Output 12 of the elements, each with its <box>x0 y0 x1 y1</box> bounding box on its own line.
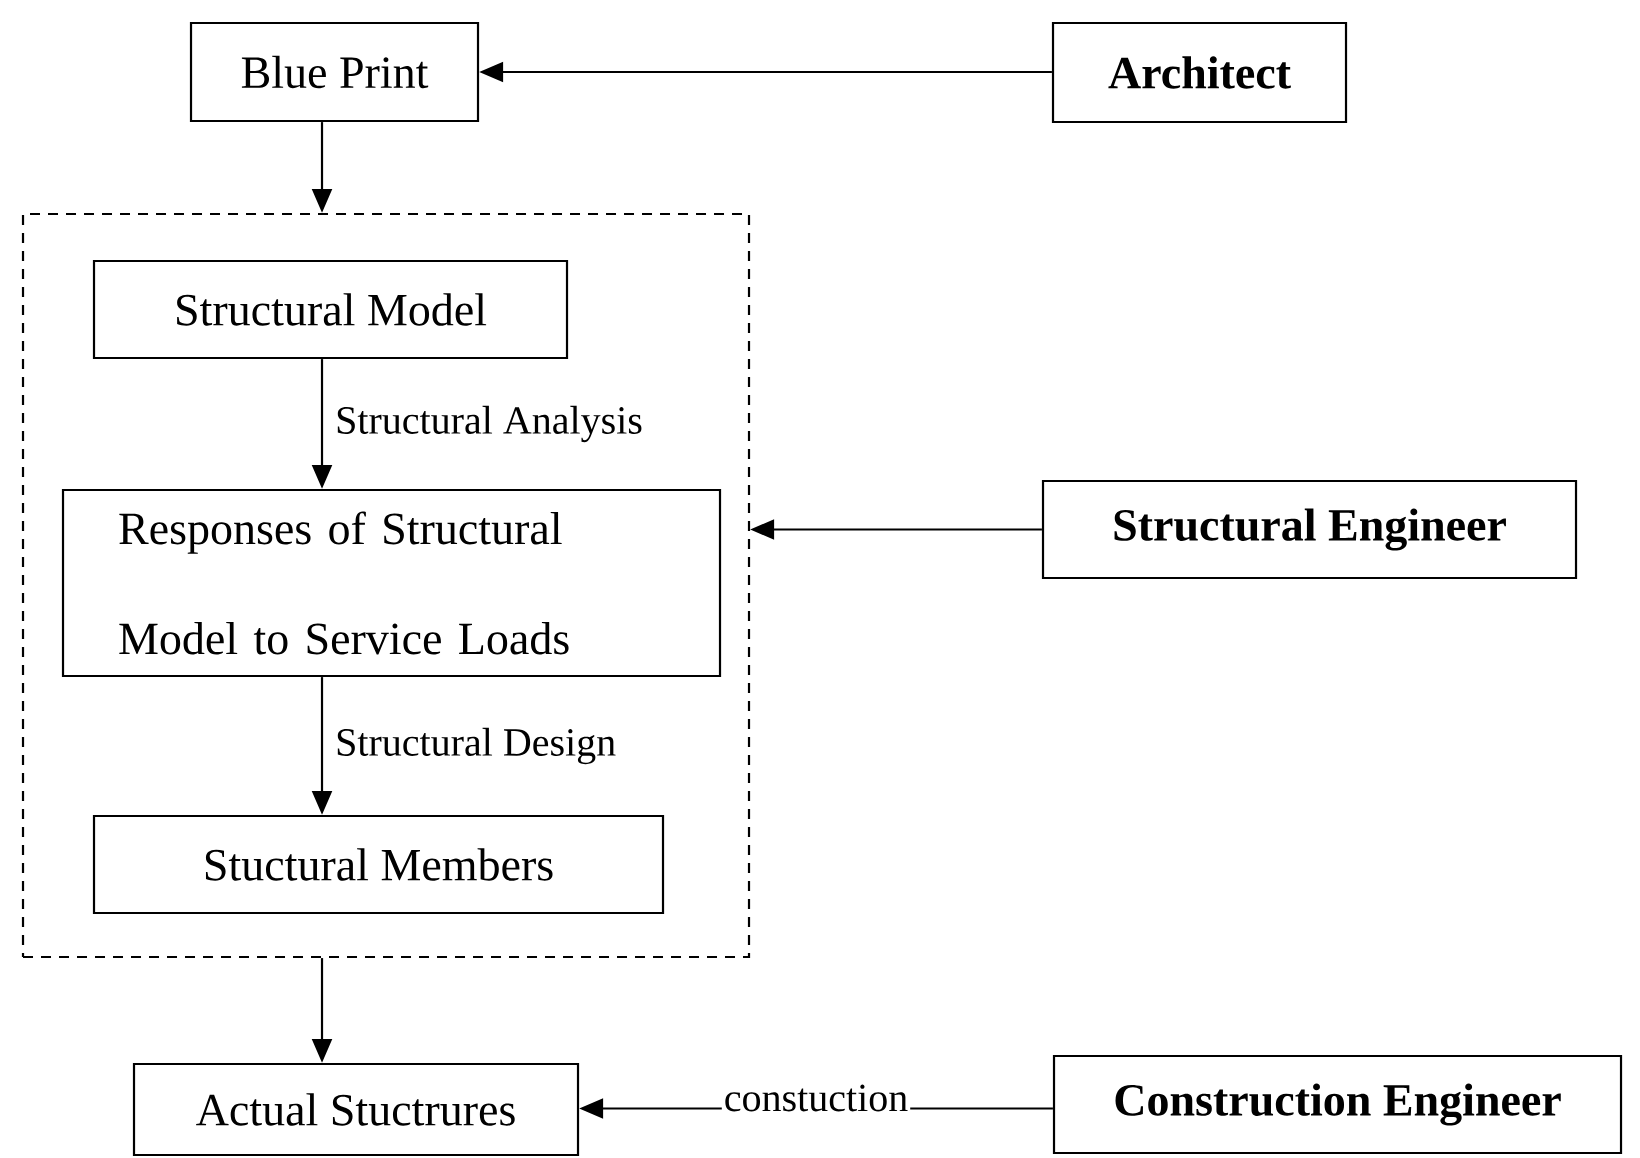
role-box: Construction Engineer <box>1052 1054 1623 1155</box>
role-box: Architect <box>1051 21 1348 124</box>
process-box: Structural Model <box>92 259 569 360</box>
process-box: Actual Stuctrures <box>132 1062 580 1157</box>
process-box: Stuctural Members <box>92 814 665 915</box>
edge-label: constuction <box>721 1082 911 1114</box>
dashed-group-box <box>21 212 751 959</box>
edge-label: Structural Design <box>337 727 616 765</box>
role-box: Structural Engineer <box>1041 479 1578 580</box>
edge-label: Structural Analysis <box>337 405 642 443</box>
process-box: Blue Print <box>189 21 480 123</box>
process-box: Responses of Structural Model to Service Loads <box>61 488 722 678</box>
